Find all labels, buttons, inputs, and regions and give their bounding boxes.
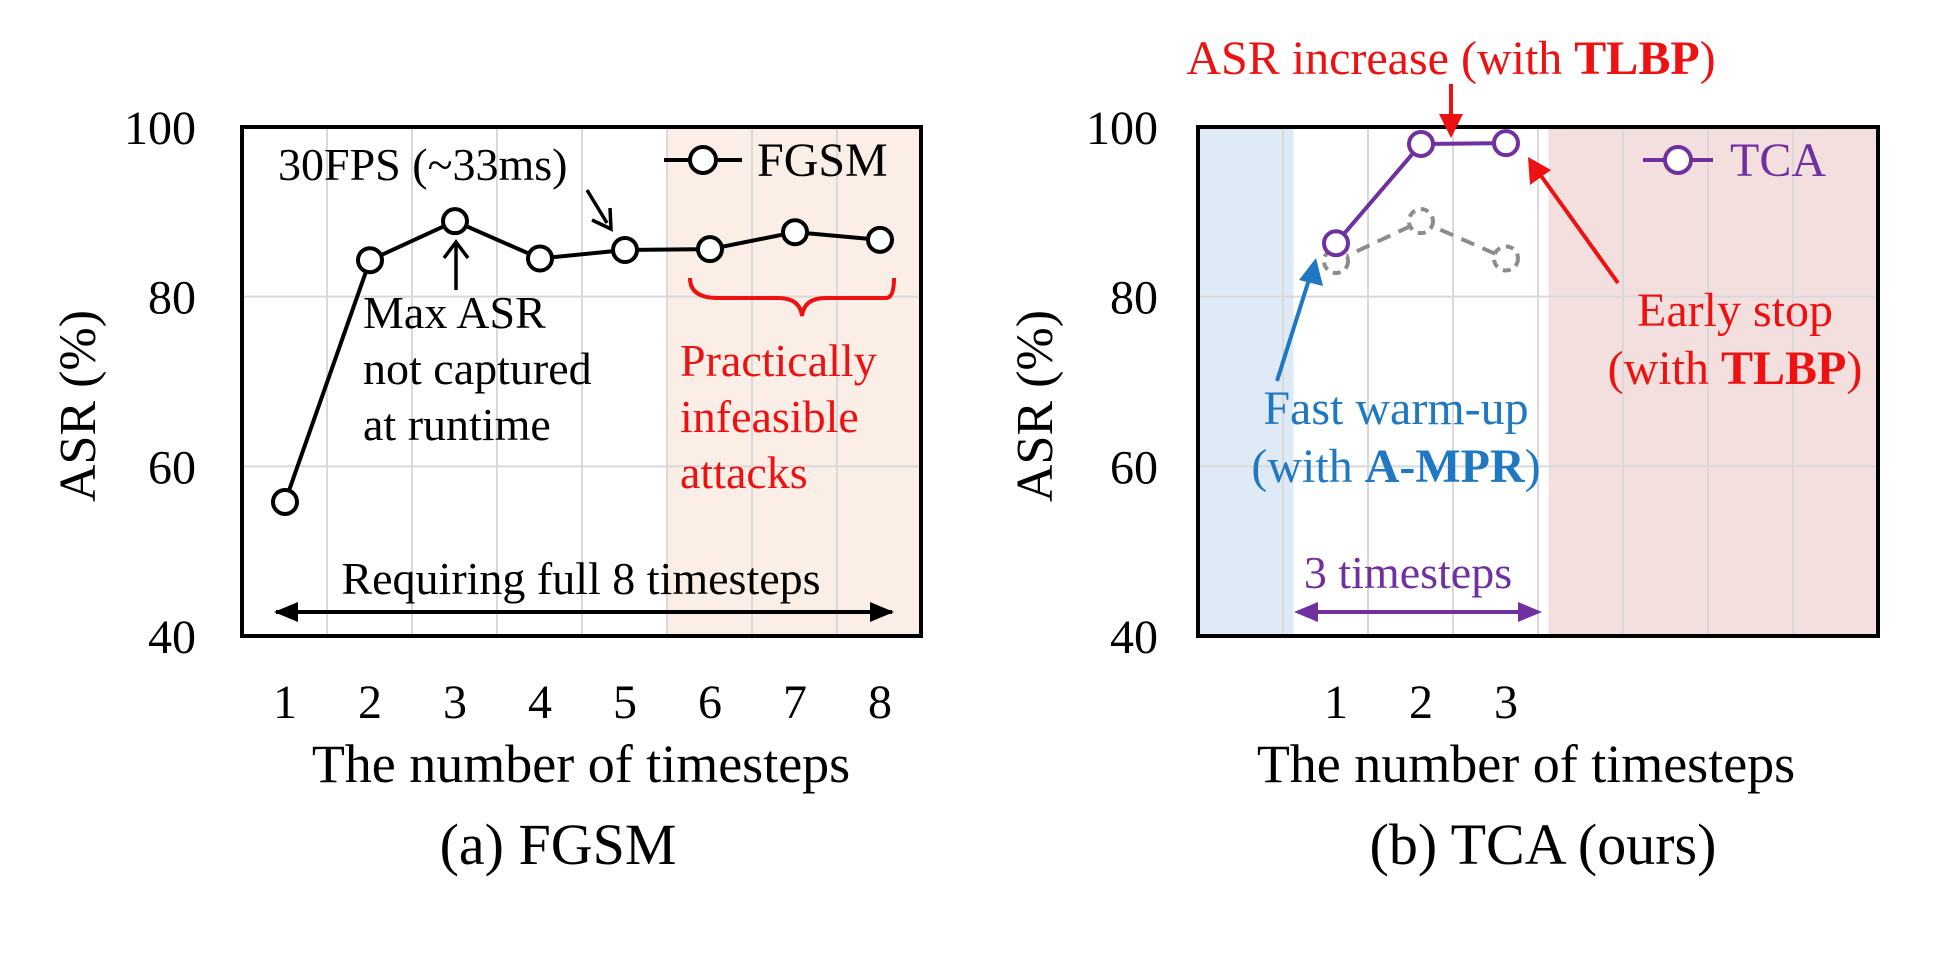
y-tick-label: 60 — [148, 441, 196, 494]
x-tick-label: 2 — [1409, 676, 1433, 729]
max-asr-line-2: not captured — [363, 343, 592, 394]
data-point-fgsm — [866, 225, 894, 254]
fps-annotation: 30FPS (~33ms) — [278, 139, 567, 190]
fps-arrow — [585, 189, 613, 232]
plot-frame-a — [240, 125, 923, 638]
max-asr-arrow — [442, 239, 470, 290]
early-stop-line-1: Early stop — [1637, 284, 1833, 337]
max-asr-line-3: at runtime — [363, 399, 551, 450]
y-tick-labels-b: 40 60 80 100 — [1086, 102, 1158, 664]
range-label-a: Requiring full 8 timesteps — [341, 553, 820, 604]
x-tick-labels-b: 1 2 3 — [1324, 676, 1518, 729]
legend-marker-fgsm — [688, 145, 718, 175]
x-tick-label: 2 — [358, 676, 382, 729]
legend-b: TCA — [1643, 134, 1826, 187]
plot-frame-b — [1196, 125, 1880, 638]
x-tick-labels-a: 1 2 3 4 5 6 7 8 — [273, 676, 892, 729]
range-arrow-a — [274, 602, 894, 622]
early-stop-line-2: (with TLBP) — [1608, 342, 1863, 395]
max-asr-line-1: Max ASR — [363, 287, 546, 338]
warmup-arrow — [1275, 258, 1323, 382]
y-tick-label: 40 — [1110, 611, 1158, 664]
y-tick-label: 100 — [1086, 102, 1158, 155]
range-arrow-b — [1294, 602, 1542, 622]
x-tick-label: 1 — [273, 676, 297, 729]
data-point-fgsm — [526, 244, 554, 273]
y-axis-label-a: ASR (%) — [50, 310, 107, 502]
y-tick-label: 60 — [1110, 441, 1158, 494]
asr-increase-arrow — [1439, 84, 1463, 138]
legend-marker-tca — [1663, 145, 1693, 175]
x-tick-label: 3 — [443, 676, 467, 729]
warmup-line-2: (with A-MPR) — [1251, 440, 1540, 493]
y-tick-label: 80 — [148, 272, 196, 325]
data-point-fgsm — [441, 207, 469, 236]
panel-caption-a: (a) FGSM — [440, 812, 677, 877]
data-point-fgsm — [356, 246, 384, 275]
panel-b-tca: 40 60 80 100 1 2 3 ASR (%) The number of time… — [1007, 32, 1880, 877]
data-point-gray — [1407, 207, 1435, 236]
panel-caption-b: (b) TCA (ours) — [1370, 812, 1717, 877]
x-tick-label: 3 — [1494, 676, 1518, 729]
x-axis-label-b: The number of timesteps — [1257, 734, 1795, 794]
infeasible-line-2: infeasible — [680, 391, 859, 442]
infeasible-region — [667, 127, 923, 636]
legend-label-tca: TCA — [1730, 134, 1826, 187]
data-point-tca — [1492, 129, 1520, 158]
x-tick-label: 6 — [698, 676, 722, 729]
range-label-b: 3 timesteps — [1304, 547, 1512, 598]
legend-label-fgsm: FGSM — [757, 134, 888, 187]
x-tick-label: 4 — [528, 676, 552, 729]
infeasible-brace — [688, 277, 896, 317]
warmup-region — [1198, 127, 1294, 636]
x-axis-label-a: The number of timesteps — [312, 734, 850, 794]
early-stop-region — [1548, 127, 1878, 636]
x-tick-label: 5 — [613, 676, 637, 729]
data-point-gray — [1492, 244, 1520, 273]
legend-a: FGSM — [664, 134, 888, 187]
y-tick-label: 100 — [124, 102, 196, 155]
y-tick-label: 80 — [1110, 272, 1158, 325]
data-point-tca — [1407, 129, 1435, 158]
data-point-fgsm — [781, 218, 809, 247]
x-tick-label: 1 — [1324, 676, 1348, 729]
data-point-fgsm — [611, 236, 639, 265]
data-point-fgsm — [271, 487, 299, 516]
warmup-line-1: Fast warm-up — [1263, 382, 1528, 435]
x-tick-label: 8 — [868, 676, 892, 729]
infeasible-line-1: Practically — [680, 335, 877, 386]
series-line-fgsm — [283, 218, 881, 503]
y-tick-labels-a: 40 60 80 100 — [124, 102, 196, 664]
x-tick-label: 7 — [783, 676, 807, 729]
early-stop-arrow — [1528, 157, 1620, 285]
series-fgsm — [271, 207, 894, 516]
asr-increase-annotation: ASR increase (with TLBP) — [1186, 32, 1715, 85]
panel-a-fgsm: 40 60 80 100 1 2 3 4 5 6 7 8 ASR (%) The number of… — [50, 102, 923, 877]
series-tca — [1322, 129, 1520, 258]
infeasible-line-3: attacks — [680, 447, 808, 498]
y-tick-label: 40 — [148, 611, 196, 664]
data-point-tca — [1322, 229, 1350, 258]
y-axis-label-b: ASR (%) — [1007, 310, 1064, 502]
data-point-fgsm — [696, 235, 724, 264]
